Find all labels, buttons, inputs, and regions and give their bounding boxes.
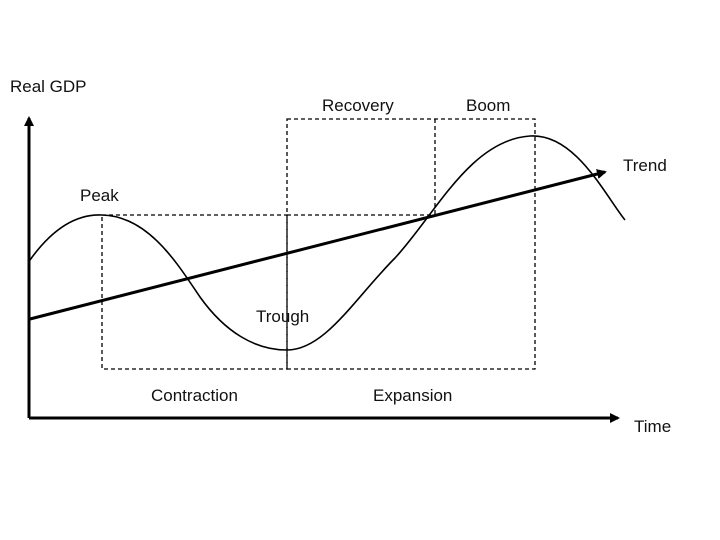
- business-cycle-curve: [29, 135, 626, 351]
- trend-label: Trend: [623, 156, 667, 175]
- phase-guides: [101, 118, 536, 370]
- expansion-box: [286, 118, 536, 370]
- recovery-label: Recovery: [322, 96, 394, 115]
- trough-label: Trough: [256, 307, 309, 326]
- contraction-label: Contraction: [151, 386, 238, 405]
- peak-label: Peak: [80, 186, 119, 205]
- x-axis-label: Time: [634, 417, 671, 436]
- trend-line: [29, 169, 607, 321]
- y-axis-label: Real GDP: [10, 77, 87, 96]
- expansion-label: Expansion: [373, 386, 452, 405]
- boom-label: Boom: [466, 96, 510, 115]
